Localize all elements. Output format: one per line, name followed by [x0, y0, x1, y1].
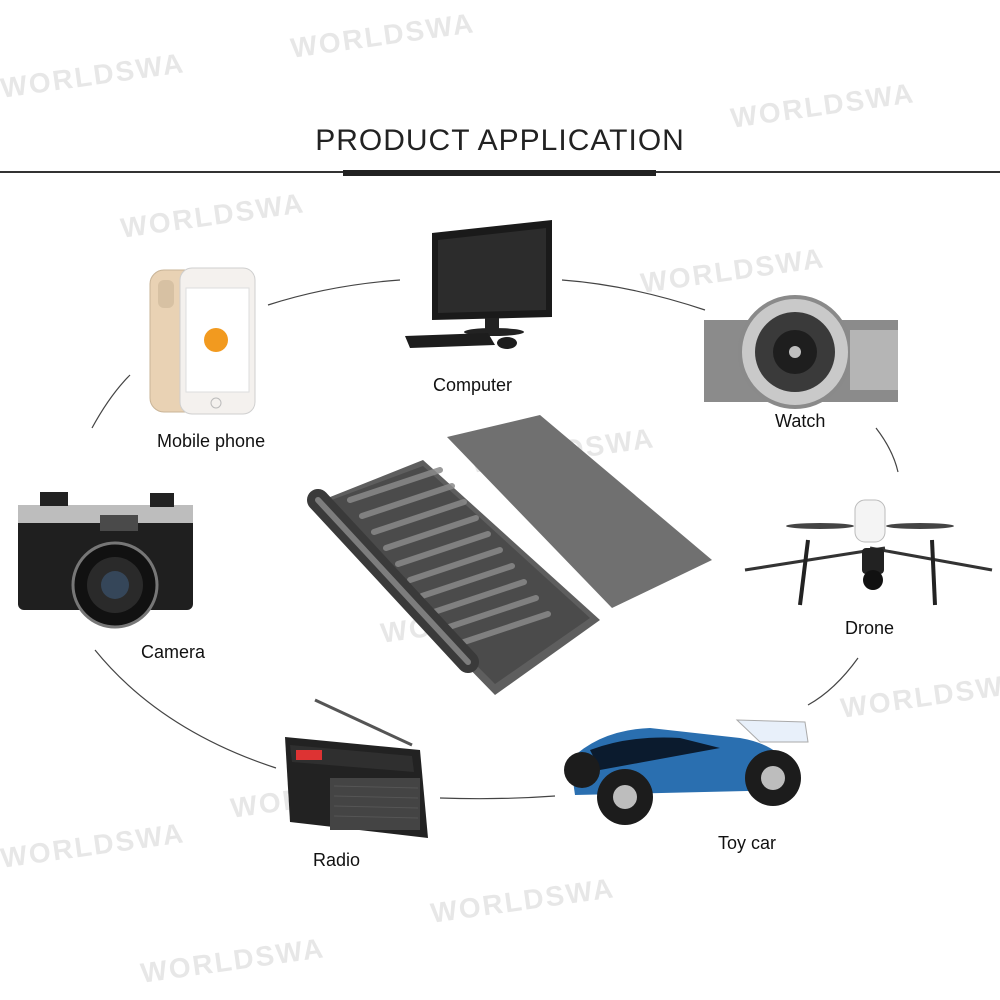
page-title: PRODUCT APPLICATION	[315, 124, 685, 157]
label-toy-car: Toy car	[718, 833, 777, 853]
mobile-phone-illustration	[149, 267, 256, 415]
label-watch: Watch	[775, 411, 826, 431]
camera-illustration	[18, 492, 193, 629]
label-drone: Drone	[845, 618, 895, 638]
toy-car-illustration	[564, 719, 809, 825]
screwdriver-kit-illustration	[307, 415, 712, 695]
radio-illustration	[285, 698, 428, 838]
drone-illustration	[744, 499, 993, 606]
watch-illustration	[704, 295, 898, 409]
label-mobile-phone: Mobile phone	[157, 431, 266, 451]
title-underline-bar	[343, 170, 656, 176]
label-radio: Radio	[313, 850, 361, 870]
label-camera: Camera	[141, 642, 206, 662]
computer-illustration	[405, 220, 552, 349]
connector-arcs	[91, 279, 899, 800]
label-computer: Computer	[433, 375, 513, 395]
